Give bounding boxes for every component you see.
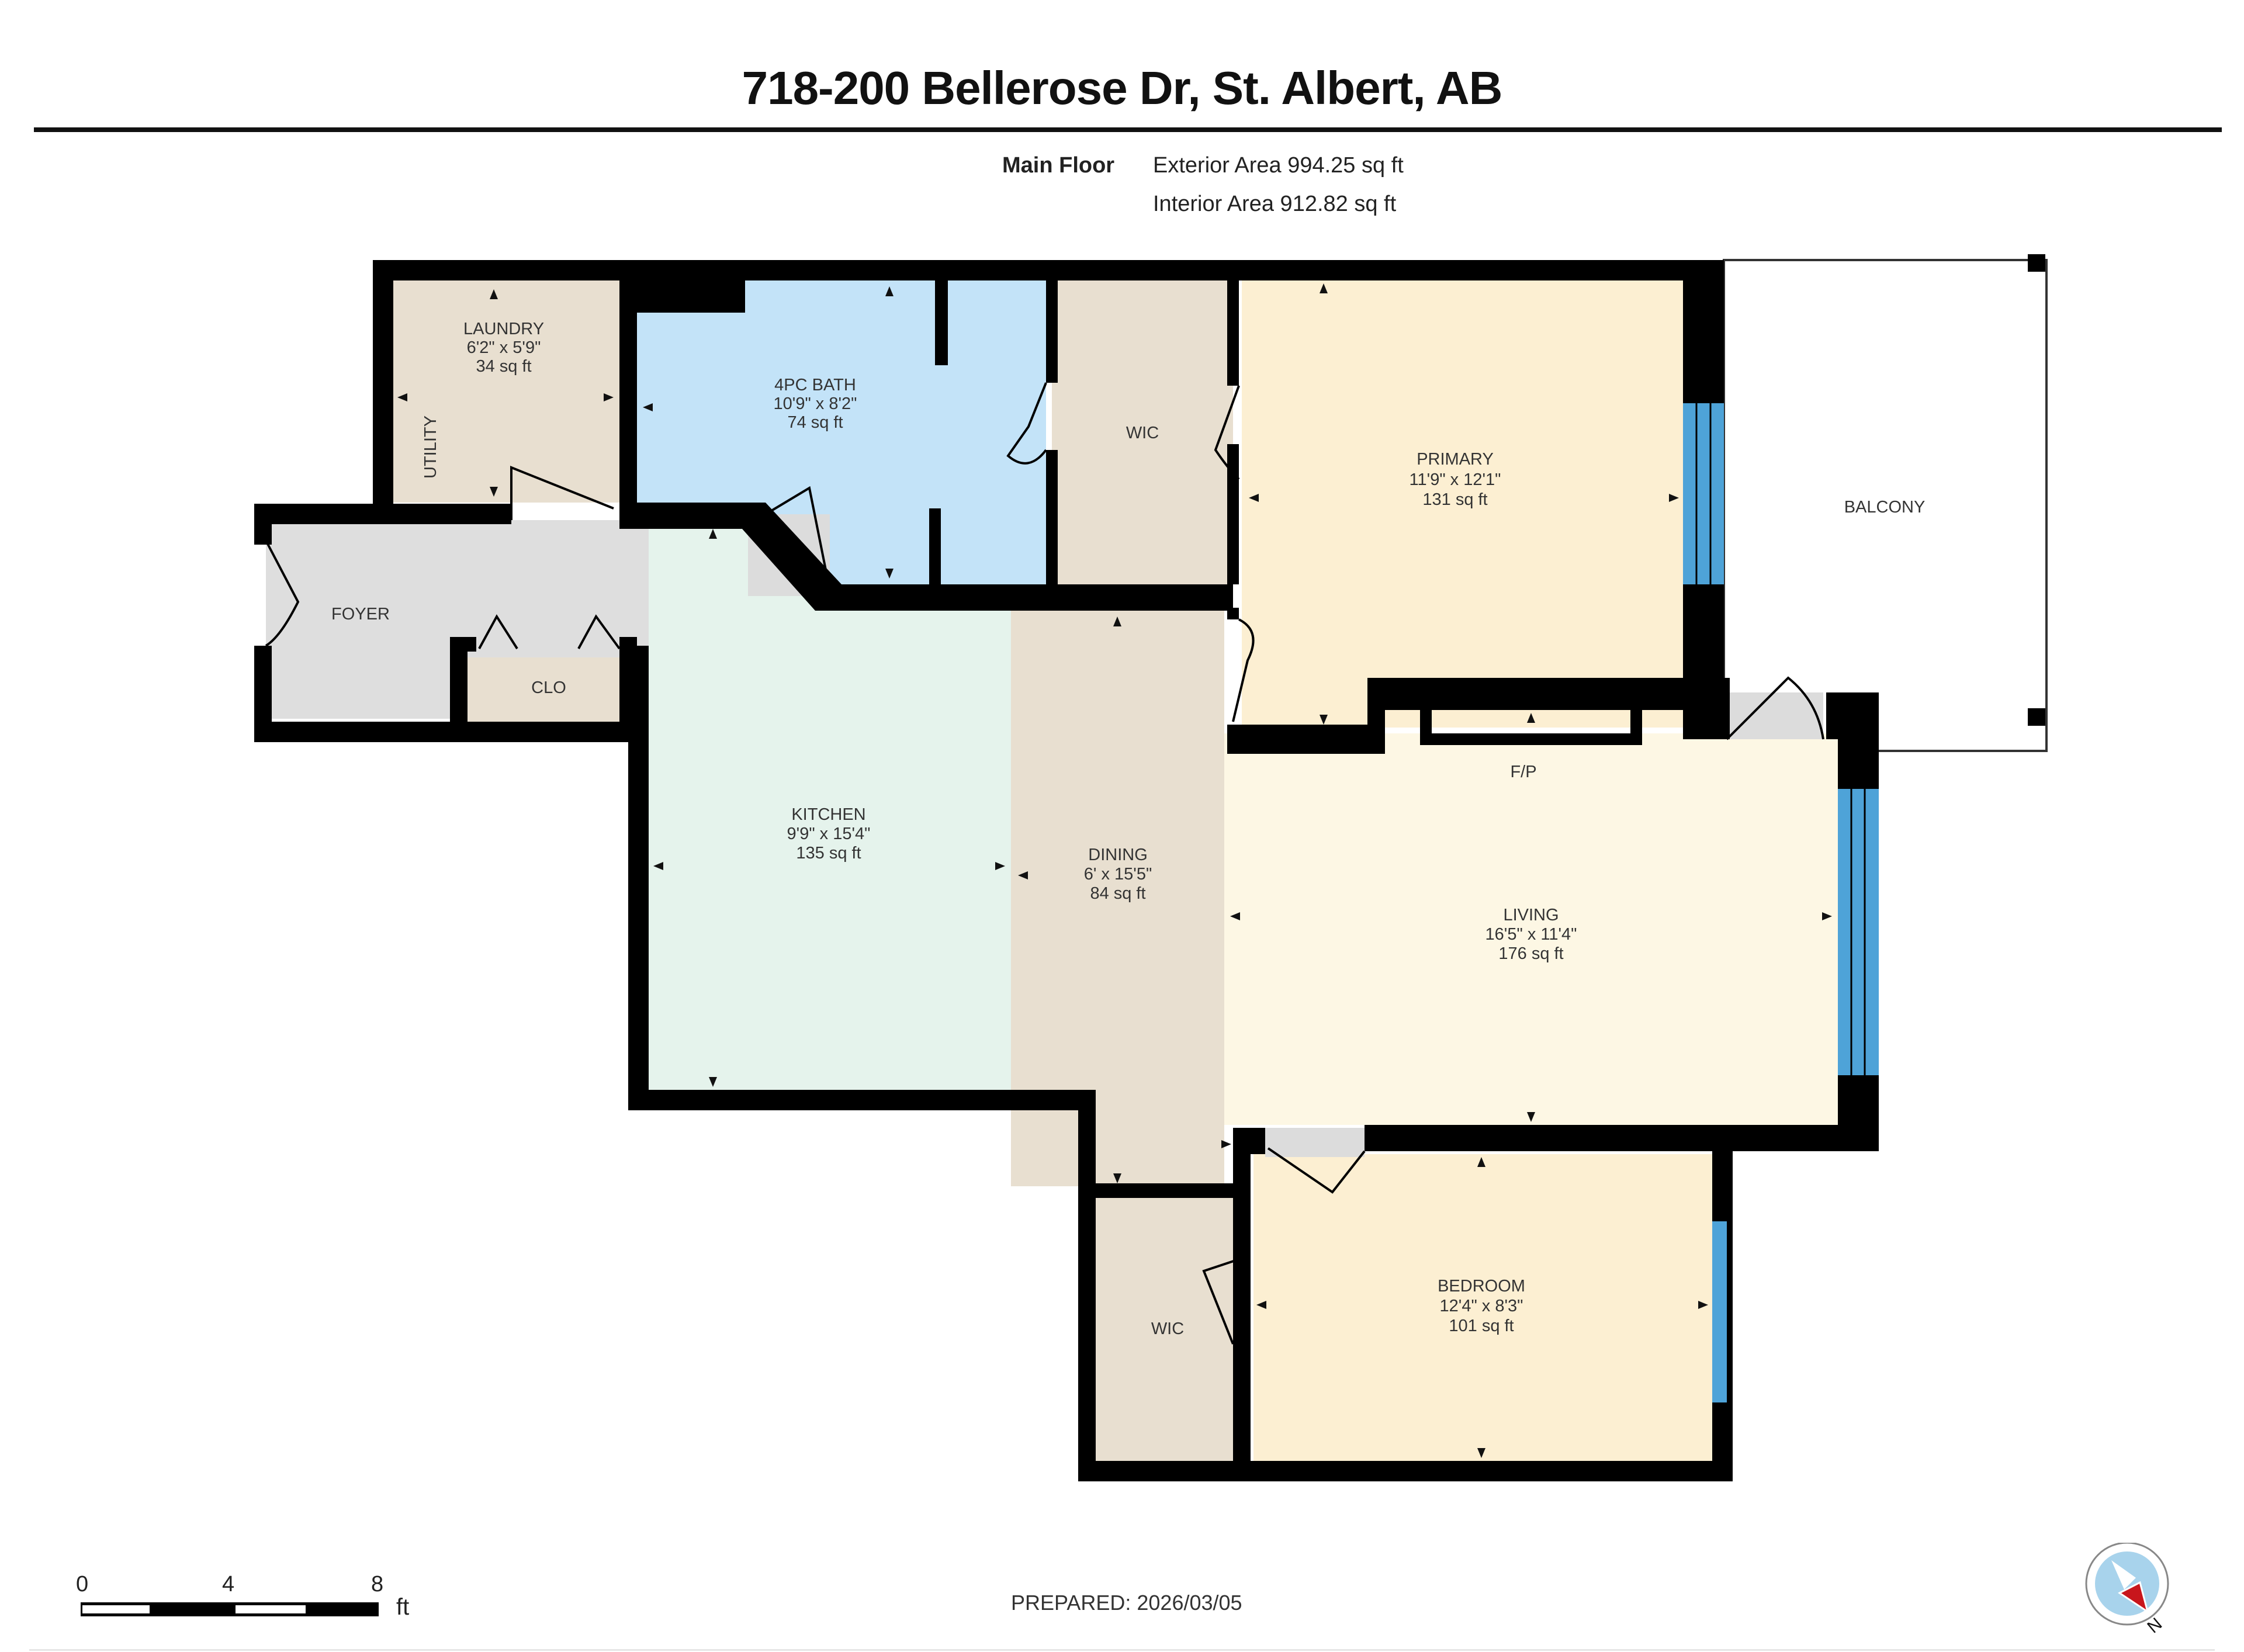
door-swing-closet-1	[478, 614, 518, 650]
utility-name: UTILITY	[421, 415, 440, 479]
living-area: 176 sq ft	[1498, 944, 1563, 963]
door-swing-balcony	[1726, 676, 1824, 740]
door-swing-bath	[764, 486, 831, 591]
primary-floor	[1242, 278, 1683, 728]
balcony-name: BALCONY	[1844, 498, 1926, 517]
kitchen-name: KITCHEN	[791, 805, 865, 824]
laundry-dims: 6'2" x 5'9"	[467, 338, 541, 357]
door-swing-closet-2	[577, 614, 621, 650]
bedroom-name: BEDROOM	[1438, 1277, 1525, 1296]
door-opening-bedroom	[1265, 1128, 1365, 1157]
laundry-area: 34 sq ft	[476, 357, 531, 376]
floor-label: Main Floor	[1002, 153, 1115, 178]
wic-primary-name: WIC	[1126, 424, 1159, 442]
window-primary	[1683, 403, 1724, 584]
closet-floor	[465, 657, 637, 722]
door-swing-bath-side	[1006, 382, 1047, 465]
living-name: LIVING	[1503, 906, 1559, 924]
compass-icon: N	[2085, 1543, 2169, 1636]
foyer-name: FOYER	[331, 605, 390, 624]
balcony	[1723, 254, 2048, 752]
dining-name: DINING	[1088, 846, 1148, 864]
windows	[1683, 403, 1879, 1402]
kitchen-dims: 9'9" x 15'4"	[787, 825, 871, 843]
page-title: 718-200 Bellerose Dr, St. Albert, AB	[742, 62, 1503, 114]
exterior-area: Exterior Area 994.25 sq ft	[1153, 153, 1404, 178]
footer-divider	[29, 1649, 2215, 1651]
door-swing-primary	[1232, 618, 1255, 722]
bath-area: 74 sq ft	[787, 413, 843, 432]
primary-area: 131 sq ft	[1422, 490, 1487, 509]
scale-bar: 0 4 8 ft	[76, 1572, 427, 1630]
kitchen-area: 135 sq ft	[796, 844, 861, 863]
primary-dims: 11'9" x 12'1"	[1410, 470, 1501, 489]
interior-area: Interior Area 912.82 sq ft	[1153, 192, 1397, 216]
title-divider	[34, 127, 2222, 132]
window-living	[1838, 789, 1879, 1075]
scale-bar-graphic	[81, 1602, 379, 1616]
primary-name: PRIMARY	[1417, 450, 1494, 469]
kitchen-floor	[649, 523, 1017, 1093]
dining-dims: 6' x 15'5"	[1084, 865, 1152, 884]
wic-bedroom-floor	[1096, 1198, 1239, 1461]
bedroom-area: 101 sq ft	[1449, 1317, 1514, 1335]
wic-bedroom-name: WIC	[1151, 1319, 1184, 1338]
living-dims: 16'5" x 11'4"	[1485, 925, 1577, 944]
door-swing-laundry	[510, 466, 614, 520]
prepared-date: PREPARED: 2026/03/05	[1011, 1591, 1242, 1615]
door-swing-foyer	[265, 540, 300, 647]
door-swing-wic-bedroom	[1202, 1255, 1248, 1345]
living-floor	[1224, 733, 1838, 1125]
bath-dims: 10'9" x 8'2"	[774, 394, 857, 413]
scale-tick-0: 0	[76, 1572, 89, 1596]
laundry-name: LAUNDRY	[463, 320, 544, 338]
room-labels: LAUNDRY 6'2" x 5'9" 34 sq ft UTILITY 4PC…	[331, 320, 1925, 1338]
dimension-arrows	[397, 283, 1832, 1458]
fireplace-label: F/P	[1510, 763, 1536, 781]
closet-name: CLO	[531, 678, 566, 697]
room-fills	[266, 278, 1838, 1461]
scale-tick-4: 4	[222, 1572, 235, 1596]
bedroom-floor	[1253, 1154, 1712, 1461]
door-swing-wic	[1214, 385, 1240, 480]
laundry-floor	[392, 280, 619, 503]
bath-name: 4PC BATH	[774, 376, 856, 394]
door-swing-bedroom	[1267, 1147, 1366, 1194]
dining-area: 84 sq ft	[1090, 884, 1145, 903]
bedroom-dims: 12'4" x 8'3"	[1440, 1297, 1523, 1315]
scale-unit: ft	[396, 1594, 410, 1620]
scale-tick-8: 8	[371, 1572, 384, 1596]
door-swings	[265, 382, 1824, 1345]
wic-primary-floor	[1052, 278, 1233, 584]
window-bedroom	[1712, 1221, 1727, 1402]
